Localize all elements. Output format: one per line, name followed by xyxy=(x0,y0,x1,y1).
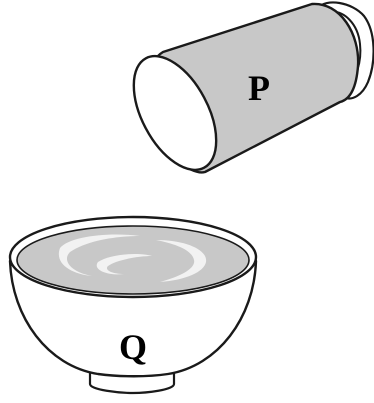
container-q-label: Q xyxy=(119,327,147,367)
container-q-foot xyxy=(88,372,176,395)
container-q-liquid-highlight xyxy=(58,234,140,276)
container-p-opening xyxy=(132,54,218,172)
container-p-label: P xyxy=(248,68,270,108)
container-q-liquid-highlight xyxy=(156,240,207,282)
container-p: P xyxy=(132,1,374,174)
container-q-liquid-highlight xyxy=(96,254,152,275)
container-q-liquid xyxy=(16,225,250,295)
container-q: Q xyxy=(8,215,258,395)
